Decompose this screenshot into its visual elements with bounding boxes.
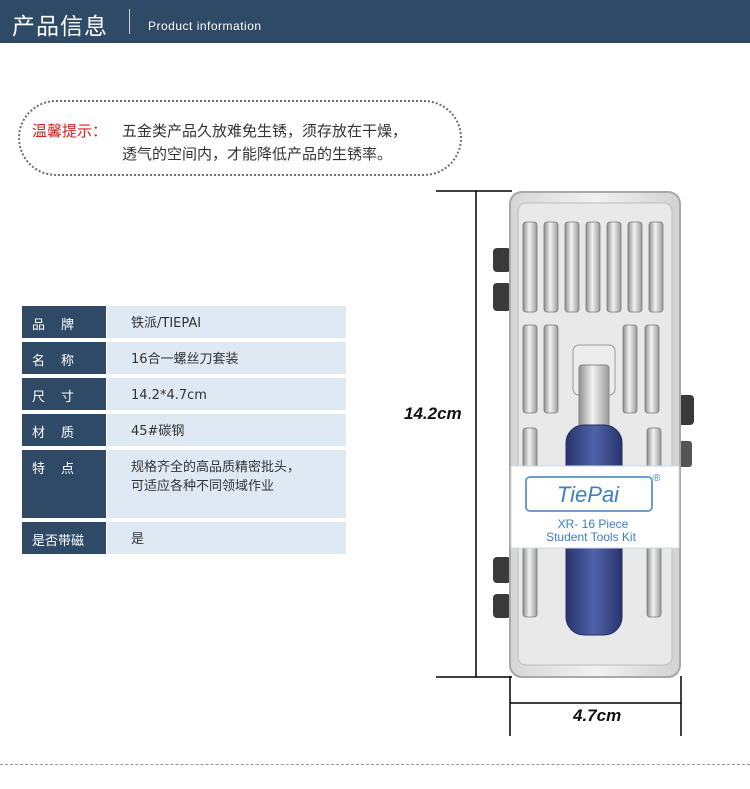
spec-row-name: 名称 16合一螺丝刀套装 bbox=[22, 342, 346, 374]
case-clips bbox=[493, 248, 694, 618]
rust-notice: 温馨提示： 五金类产品久放难免生锈，须存放在干燥， 透气的空间内，才能降低产品的… bbox=[18, 100, 462, 176]
section-title-cn: 产品信息 bbox=[12, 14, 108, 40]
width-dimension-line bbox=[509, 676, 682, 736]
spec-key: 材质 bbox=[22, 414, 106, 446]
spec-value-line2: 可适应各种不同领域作业 bbox=[131, 479, 275, 494]
brand-logo-frame bbox=[525, 476, 653, 512]
model-line2: Student Tools Kit bbox=[546, 530, 637, 544]
spec-value: 14.2*4.7cm bbox=[107, 378, 346, 410]
spec-value: 规格齐全的高品质精密批头， 可适应各种不同领域作业 bbox=[107, 450, 346, 518]
header-divider bbox=[129, 9, 130, 34]
spec-row-material: 材质 45#碳钢 bbox=[22, 414, 346, 446]
spec-row-size: 尺寸 14.2*4.7cm bbox=[22, 378, 346, 410]
bottom-divider bbox=[0, 764, 750, 765]
spec-key: 名称 bbox=[22, 342, 106, 374]
spec-value: 铁派/TIEPAI bbox=[107, 306, 346, 338]
bit-row-bottom bbox=[522, 427, 662, 618]
spec-key: 尺寸 bbox=[22, 378, 106, 410]
section-title-en: Product information bbox=[148, 19, 262, 33]
brand-logo: TiePai bbox=[557, 482, 620, 507]
spec-key: 品牌 bbox=[22, 306, 106, 338]
spec-value: 45#碳钢 bbox=[107, 414, 346, 446]
bit-row-middle bbox=[522, 324, 660, 414]
height-dimension-label: 14.2cm bbox=[404, 404, 462, 423]
notice-label: 温馨提示： bbox=[32, 122, 108, 140]
notice-text-line1: 五金类产品久放难免生锈，须存放在干燥， bbox=[122, 122, 408, 140]
spec-value: 16合一螺丝刀套装 bbox=[107, 342, 346, 374]
section-header: 产品信息 Product information bbox=[0, 0, 750, 43]
width-dimension-label: 4.7cm bbox=[573, 706, 622, 725]
spec-value: 是 bbox=[107, 522, 346, 554]
spec-row-features: 特点 规格齐全的高品质精密批头， 可适应各种不同领域作业 bbox=[22, 450, 346, 518]
spec-table: 品牌 铁派/TIEPAI 名称 16合一螺丝刀套装 尺寸 14.2*4.7cm … bbox=[22, 306, 346, 558]
bit-row-top bbox=[522, 221, 664, 313]
notice-text-line2: 透气的空间内，才能降低产品的生锈率。 bbox=[122, 145, 393, 163]
spec-row-brand: 品牌 铁派/TIEPAI bbox=[22, 306, 346, 338]
spec-row-magnetic: 是否带磁 是 bbox=[22, 522, 346, 554]
model-line1: XR- 16 Piece bbox=[558, 517, 629, 531]
spec-value-line1: 规格齐全的高品质精密批头， bbox=[131, 460, 301, 475]
spec-key: 是否带磁 bbox=[22, 522, 106, 554]
height-dimension-line bbox=[436, 190, 512, 678]
spec-key: 特点 bbox=[22, 450, 106, 518]
registered-mark: ® bbox=[653, 473, 661, 484]
